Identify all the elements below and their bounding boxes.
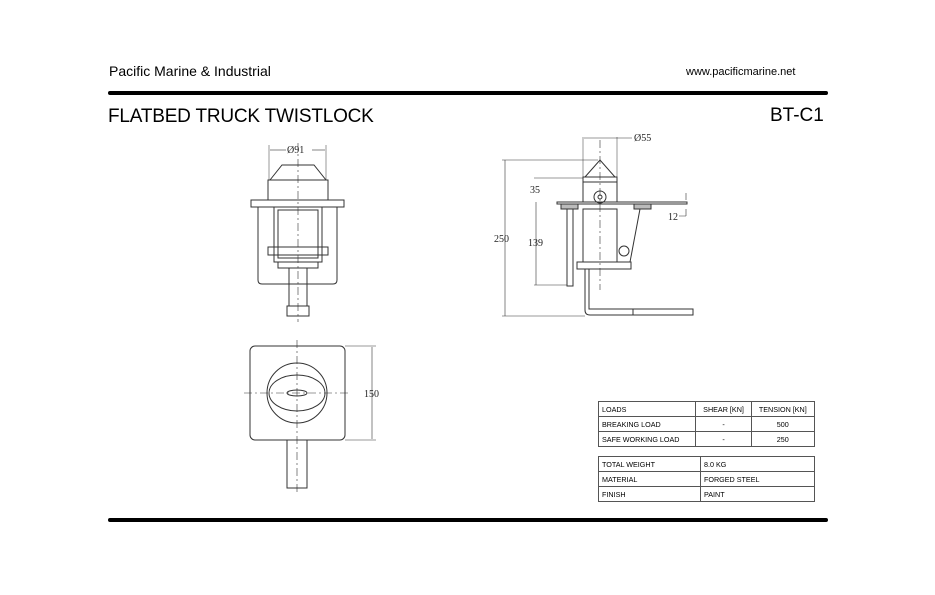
header-shear: SHEAR [KN] xyxy=(695,401,752,417)
table-row: MATERIAL FORGED STEEL xyxy=(598,471,815,487)
property-value: PAINT xyxy=(700,486,815,502)
row-label: SAFE WORKING LOAD xyxy=(597,431,697,447)
dim-height-250: 250 xyxy=(494,234,509,245)
loads-table: LOADS SHEAR [KN] TENSION [KN] BREAKING L… xyxy=(597,401,816,447)
table-header-row: LOADS SHEAR [KN] TENSION [KN] xyxy=(597,401,816,417)
property-value: 8.0 KG xyxy=(700,456,815,472)
property-value: FORGED STEEL xyxy=(700,471,815,487)
side-view: Ø55 250 35 139 12 xyxy=(494,133,694,317)
website-link[interactable]: www.pacificmarine.net xyxy=(686,66,796,78)
top-view: 150 xyxy=(244,340,379,495)
product-code: BT-C1 xyxy=(770,105,824,126)
tension-value: 250 xyxy=(750,431,816,447)
property-label: TOTAL WEIGHT xyxy=(598,456,701,472)
dim-diameter-91: Ø91 xyxy=(287,145,304,156)
property-label: FINISH xyxy=(598,486,701,502)
tension-value: 500 xyxy=(750,416,816,432)
dim-width-150: 150 xyxy=(364,389,379,400)
dim-height-139: 139 xyxy=(528,238,543,249)
dim-height-35: 35 xyxy=(530,185,540,196)
shear-value: - xyxy=(695,416,752,432)
table-row: FINISH PAINT xyxy=(598,486,815,502)
header-tension: TENSION [KN] xyxy=(750,401,816,417)
dim-diameter-55: Ø55 xyxy=(634,133,651,144)
row-label: BREAKING LOAD xyxy=(597,416,697,432)
top-divider xyxy=(108,91,828,95)
dim-thickness-12: 12 xyxy=(668,212,678,223)
properties-table: TOTAL WEIGHT 8.0 KG MATERIAL FORGED STEE… xyxy=(598,456,815,502)
company-name: Pacific Marine & Industrial xyxy=(109,63,271,79)
product-title: FLATBED TRUCK TWISTLOCK xyxy=(108,106,374,127)
shear-value: - xyxy=(695,431,752,447)
table-row: BREAKING LOAD - 500 xyxy=(597,416,816,432)
front-view: Ø91 xyxy=(250,143,345,322)
table-row: SAFE WORKING LOAD - 250 xyxy=(597,431,816,447)
header-loads: LOADS xyxy=(597,401,697,417)
property-label: MATERIAL xyxy=(598,471,701,487)
bottom-divider xyxy=(108,518,828,522)
table-row: TOTAL WEIGHT 8.0 KG xyxy=(598,456,815,472)
